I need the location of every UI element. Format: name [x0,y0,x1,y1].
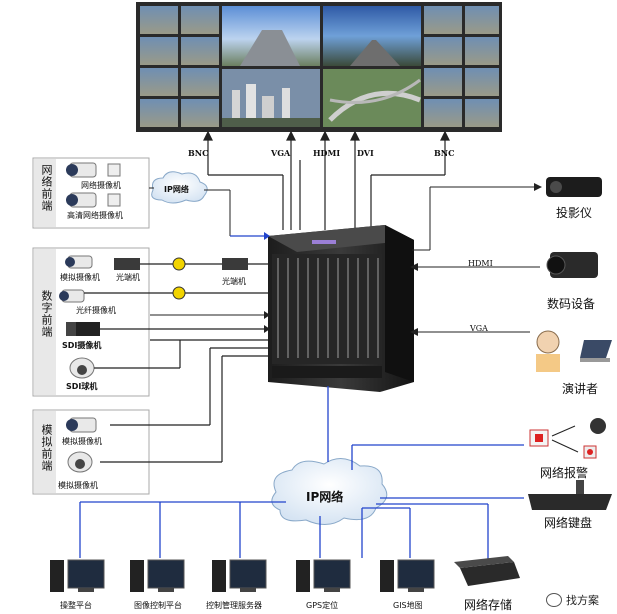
digital-front-group [32,247,150,397]
ip-network-label: IP网络 [306,490,344,504]
small-cloud-label: IP网络 [164,185,189,194]
analog-front-group [32,409,150,495]
fiber-transceiver-right [222,258,248,270]
network-alarm-label: 网络报警 [540,466,589,480]
analog-camera-1-label: 模拟摄像机 [62,437,102,446]
port-label-bnc-left: BNC [188,148,209,158]
network-keyboard-device [528,480,612,510]
workstation-5 [380,559,435,592]
fiber-camera-label: 光纤摄像机 [76,306,116,315]
camcorder-device [546,252,598,278]
network-front-label: 网络前端 [40,164,53,212]
ip-network-cloud [271,458,388,525]
fiber-transceiver-right-label: 光端机 [222,277,246,286]
video-wall-left-panels [140,6,219,127]
network-front-group [32,157,150,229]
matrix-chassis [268,225,414,392]
workstation-5-label: GIS地图 [393,601,423,610]
video-wall-right-panels [424,6,499,127]
port-label-vga: VGA [271,148,291,158]
network-storage-label: 网络存储 [464,598,513,612]
video-wall [136,2,502,132]
hdmi-input-label: HDMI [468,259,493,268]
network-alarm-device [529,418,606,459]
sdi-dome-label: SDI球机 [66,382,98,391]
workstation-3 [212,559,267,592]
workstation-1 [50,559,105,592]
port-label-hdmi: HDMI [313,148,341,158]
workstation-2-label: 图像控制平台 [134,601,182,610]
port-label-bnc-right: BNC [434,148,455,158]
port-label-dvi: DVI [357,148,374,158]
network-storage-device [454,556,520,586]
network-camera-label: 网络摄像机 [81,181,121,190]
workstation-2 [130,559,185,592]
speaker-label: 演讲者 [562,382,599,396]
analog-camera-label: 模拟摄像机 [60,273,100,282]
projector-label: 投影仪 [556,206,593,220]
wechat-icon [546,593,562,607]
workstation-4-label: GPS定位 [306,601,339,610]
vga-input-label: VGA [470,324,488,333]
network-keyboard-label: 网络键盘 [544,516,593,530]
digital-front-label: 数字前端 [40,290,53,338]
wall-image-highway [323,69,421,127]
sdi-camera-label: SDI摄像机 [62,341,102,350]
digital-device-label: 数码设备 [547,297,596,311]
projector-device [546,177,602,197]
watermark-text: 找方案 [566,594,599,607]
workstation-1-label: 操整平台 [60,601,92,610]
fiber-transceiver-left-label: 光端机 [116,273,140,282]
workstation-4 [296,559,351,592]
watermark: 找方案 [546,592,599,608]
workstation-3-label: 控制管理服务器 [206,601,262,610]
hd-network-camera-label: 高清网络摄像机 [67,211,123,220]
speaker-person [536,330,612,372]
analog-camera-2-label: 模拟摄像机 [58,481,98,490]
small-ip-cloud [151,171,208,204]
analog-front-label: 模拟前端 [40,424,53,472]
